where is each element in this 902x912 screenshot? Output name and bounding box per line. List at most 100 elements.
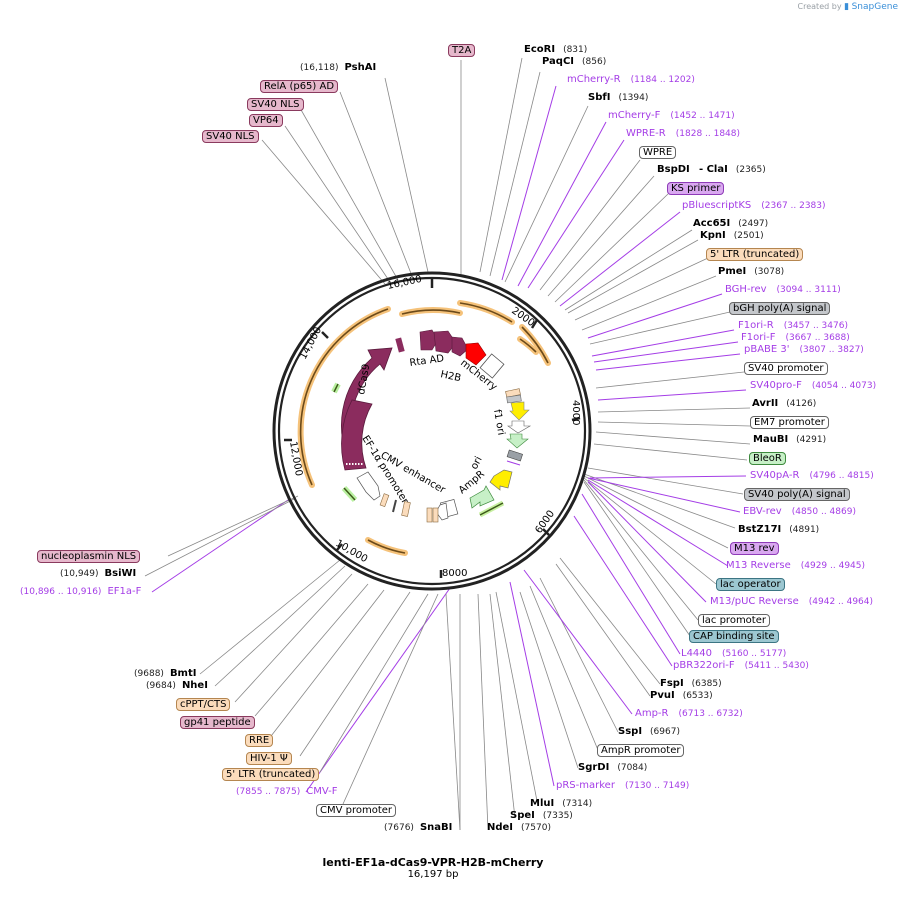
enzyme-name: FspI (660, 678, 684, 689)
enzyme-label-sspi[interactable]: SspI(6967) (618, 726, 680, 738)
enzyme-label-avrii[interactable]: AvrII(4126) (752, 398, 816, 410)
primer-label-pbabe3[interactable]: pBABE 3'(3807 .. 3827) (744, 344, 864, 356)
enzyme-label-sgrdi[interactable]: SgrDI(7084) (578, 762, 647, 774)
enzyme-name: BstZ17I (738, 524, 782, 535)
enzyme-label-maubi[interactable]: MauBI(4291) (753, 434, 826, 446)
green-orf-1 (343, 487, 356, 501)
enzyme-label-pmei[interactable]: PmeI(3078) (718, 266, 784, 278)
feature-label-cap-binding-site[interactable]: CAP binding site (689, 630, 779, 643)
primer-position: (6713 .. 6732) (678, 709, 743, 719)
enzyme-label-pvui[interactable]: PvuI(6533) (650, 690, 713, 702)
feature-label-t2a[interactable]: T2A (448, 44, 476, 57)
enzyme-label-mlui[interactable]: MluI(7314) (530, 798, 592, 810)
primer-position: (4850 .. 4869) (791, 507, 856, 517)
backbone-outer (272, 271, 592, 591)
feature-label-5ltr-truncated-left[interactable]: 5' LTR (truncated) (222, 768, 320, 781)
primer-label-prs-marker[interactable]: pRS-marker(7130 .. 7149) (556, 780, 689, 792)
enzyme-label-fspi[interactable]: FspI(6385) (660, 678, 722, 690)
feature-label-rela-p65-ad[interactable]: RelA (p65) AD (260, 80, 339, 93)
feature-label-lac-operator[interactable]: lac operator (716, 578, 785, 591)
feature-label-5ltr-truncated[interactable]: 5' LTR (truncated) (706, 248, 804, 261)
feature-label-sv40-nls-1[interactable]: SV40 NLS (247, 98, 304, 111)
enzyme-label-bstz17i[interactable]: BstZ17I (4891) (738, 524, 819, 536)
primer-name: F1ori-R (738, 320, 774, 331)
enzyme-name: AvrII (752, 398, 779, 409)
primer-label-amp-r[interactable]: Amp-R(6713 .. 6732) (635, 708, 743, 720)
primer-label-ebv-rev[interactable]: EBV-rev(4850 .. 4869) (743, 506, 856, 518)
primer-label-bgh-rev[interactable]: BGH-rev(3094 .. 3111) (725, 284, 841, 296)
enzyme-name: PmeI (718, 266, 747, 277)
leader-lines-right (459, 57, 751, 831)
feature-label-sv40-promoter[interactable]: SV40 promoter (744, 362, 828, 375)
enzyme-name: SspI (618, 726, 643, 737)
primer-label-wpre-r[interactable]: WPRE-R(1828 .. 1848) (626, 128, 740, 140)
feature-label-ampr-promoter[interactable]: AmpR promoter (597, 744, 685, 757)
enzyme-label-bsiwi[interactable]: (10,949)BsiWI (60, 568, 136, 580)
feature-label-nucleoplasmin-nls[interactable]: nucleoplasmin NLS (37, 550, 141, 563)
enzyme-label-spei[interactable]: SpeI(7335) (510, 810, 573, 822)
primer-label-mcherry-r[interactable]: mCherry-R(1184 .. 1202) (567, 74, 695, 86)
primer-label-l4440[interactable]: L4440(5160 .. 5177) (681, 648, 786, 660)
primer-label-ef1a-f[interactable]: (10,896 .. 10,916)EF1a-F (20, 586, 141, 598)
inner-labels: Rta AD H2B mCherry f1 ori ori AmpR CMV e… (356, 353, 506, 506)
enzyme-position: (16,118) (300, 63, 339, 73)
enzyme-label-bmti[interactable]: (9688)BmtI (134, 668, 196, 680)
enzyme-label-kpni[interactable]: KpnI(2501) (700, 230, 764, 242)
primer-label-cmv-f[interactable]: (7855 .. 7875)CMV-F (236, 786, 338, 798)
ori-arrow[interactable] (489, 469, 513, 491)
svg-text:4000: 4000 (570, 400, 581, 425)
feature-label-m13-rev[interactable]: M13 rev (730, 542, 779, 555)
primer-name: M13 Reverse (726, 560, 791, 571)
primer-name: SV40pro-F (750, 380, 802, 391)
primer-label-sv40pro-f[interactable]: SV40pro-F(4054 .. 4073) (750, 380, 876, 392)
enzyme-position: (2501) (733, 231, 764, 241)
primer-lines (151, 85, 747, 793)
feature-label-bgh-polya[interactable]: bGH poly(A) signal (729, 302, 831, 315)
feature-label-cppt-cts[interactable]: cPPT/CTS (176, 698, 231, 711)
feature-label-em7-promoter[interactable]: EM7 promoter (750, 416, 829, 429)
ampr-arrow[interactable] (469, 485, 495, 509)
enzyme-label-bspdi-clai[interactable]: BspDI - ClaI(2365) (657, 164, 766, 176)
feature-label-gp41-peptide[interactable]: gp41 peptide (180, 716, 255, 729)
enzyme-label-pshai[interactable]: (16,118)PshAI (300, 62, 376, 74)
primer-position: (3667 .. 3688) (785, 333, 850, 343)
primer-position: (3457 .. 3476) (783, 321, 848, 331)
primer-name: CMV-F (306, 786, 338, 797)
svg-text:16,000: 16,000 (386, 274, 423, 292)
enzyme-label-snabi[interactable]: (7676)SnaBI (384, 822, 452, 834)
enzyme-label-ecori[interactable]: EcoRI(831) (524, 44, 587, 56)
feature-label-wpre[interactable]: WPRE (639, 146, 677, 159)
primer-label-f1ori-r[interactable]: F1ori-R (3457 .. 3476) (738, 320, 848, 332)
orange-orf-arrows (299, 302, 549, 554)
enzyme-label-acc65i[interactable]: Acc65I(2497) (693, 218, 768, 230)
enzyme-position: (4891) (789, 525, 820, 535)
enzyme-label-ndei[interactable]: NdeI(7570) (487, 822, 551, 834)
feature-label-bleor[interactable]: BleoR (749, 452, 786, 465)
primer-label-m13-puc-reverse[interactable]: M13/pUC Reverse(4942 .. 4964) (710, 596, 873, 608)
primer-label-sv40pa-r[interactable]: SV40pA-R(4796 .. 4815) (750, 470, 874, 482)
enzyme-label-nhei[interactable]: (9684)NheI (146, 680, 208, 692)
feature-label-ks-primer[interactable]: KS primer (667, 182, 725, 195)
mcherry-arrow[interactable] (465, 342, 487, 366)
feature-label-hiv1-psi[interactable]: HIV-1 Ψ (246, 752, 292, 765)
primer-label-m13-reverse[interactable]: M13 Reverse(4929 .. 4945) (726, 560, 865, 572)
svg-text:dCas9: dCas9 (356, 363, 372, 395)
primer-label-pbluescriptks[interactable]: pBluescriptKS(2367 .. 2383) (682, 200, 826, 212)
feature-label-vp64[interactable]: VP64 (249, 114, 283, 127)
enzyme-label-sbfi[interactable]: SbfI(1394) (588, 92, 648, 104)
feature-label-sv40-polya[interactable]: SV40 poly(A) signal (744, 488, 850, 501)
enzyme-name: BsiWI (104, 568, 137, 579)
feature-label-cmv-promoter[interactable]: CMV promoter (316, 804, 397, 817)
primer-label-pbr322ori-f[interactable]: pBR322ori-F(5411 .. 5430) (673, 660, 809, 672)
enzyme-label-paqci[interactable]: PaqCI(856) (542, 56, 606, 68)
credit-prefix: Created by (797, 2, 842, 11)
feature-label-rre[interactable]: RRE (245, 734, 274, 747)
enzyme-name: BmtI (169, 668, 197, 679)
feature-label-lac-promoter[interactable]: lac promoter (698, 614, 770, 627)
primer-label-mcherry-f[interactable]: mCherry-F(1452 .. 1471) (608, 110, 735, 122)
primer-label-f1ori-f[interactable]: F1ori-F(3667 .. 3688) (741, 332, 850, 344)
feature-label-sv40-nls-2[interactable]: SV40 NLS (202, 130, 259, 143)
svg-text:f1 ori: f1 ori (491, 409, 506, 437)
vp64-arrow (419, 329, 439, 351)
bgh-polya-feature (506, 394, 522, 404)
